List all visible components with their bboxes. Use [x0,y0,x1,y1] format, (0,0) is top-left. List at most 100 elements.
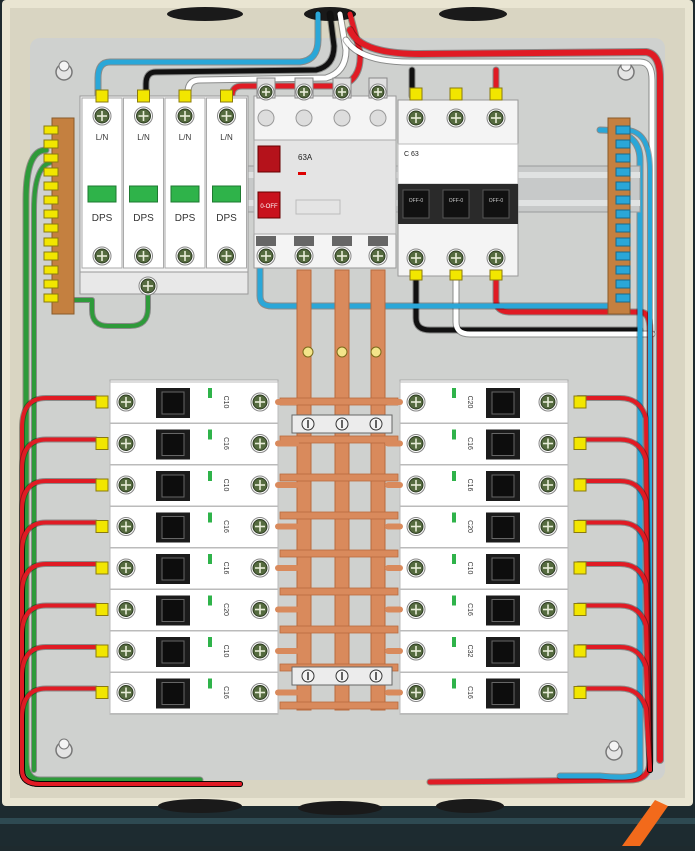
main-breaker-bottom-screw-icon[interactable] [406,248,426,268]
main-switch-top-screw-icon[interactable] [295,83,313,101]
spd-bottom-screw-icon[interactable] [134,246,153,266]
main-breaker-top-screw-icon[interactable] [486,108,506,128]
breaker-load-screw-icon[interactable] [406,558,426,578]
branch-breaker[interactable]: C32 [399,630,587,673]
branch-breaker[interactable]: C20 [399,506,587,548]
spd-top-screw-icon[interactable] [175,106,195,126]
branch-breaker[interactable]: C10 [95,464,279,507]
breaker-line-screw-icon[interactable] [538,683,558,702]
breaker-toggle[interactable] [491,640,515,664]
breaker-trip-indicator [208,554,212,564]
spd-bottom-screw-icon[interactable] [217,246,236,266]
spd-bottom-screw-icon[interactable] [92,246,112,266]
main-switch-bottom-screw-icon[interactable] [256,246,276,266]
branch-breaker[interactable]: C10 [95,381,279,424]
breaker-line-screw-icon[interactable] [116,683,136,702]
spd-top-screw-icon[interactable] [92,106,112,126]
breaker-line-screw-icon[interactable] [116,475,136,495]
spd-top-screw-icon[interactable] [217,106,236,126]
breaker-load-screw-icon[interactable] [406,683,426,702]
branch-breaker[interactable]: C16 [399,464,587,507]
breaker-load-screw-icon[interactable] [406,434,426,453]
breaker-toggle[interactable] [491,599,515,622]
breaker-line-screw-icon[interactable] [538,641,558,661]
breaker-toggle[interactable] [161,682,185,705]
branch-breaker[interactable]: C20 [95,589,279,631]
breaker-toggle[interactable] [161,433,185,456]
main-breaker-bottom-screw-icon[interactable] [446,248,466,268]
branch-breaker[interactable]: C16 [95,672,279,714]
branch-breaker[interactable]: C10 [399,547,587,590]
main-switch-bottom-screw-icon[interactable] [294,246,314,266]
main-switch-top-screw-icon[interactable] [369,83,387,101]
breaker-load-screw-icon[interactable] [406,641,426,661]
branch-breaker[interactable]: C20 [399,381,587,424]
breaker-load-screw-icon[interactable] [406,517,426,536]
branch-breaker[interactable]: C16 [95,547,279,590]
breaker-line-screw-icon[interactable] [116,600,136,619]
breaker-line-screw-icon[interactable] [116,434,136,453]
breaker-load-screw-icon[interactable] [250,600,270,619]
breaker-toggle[interactable] [491,516,515,539]
breaker-toggle[interactable] [491,682,515,705]
main-breaker-top-screw-icon[interactable] [406,108,426,128]
spd-top-screw-icon[interactable] [134,106,153,126]
breaker-toggle[interactable] [491,391,515,415]
breaker-toggle[interactable] [161,599,185,622]
breaker-line-screw-icon[interactable] [538,434,558,453]
main-switch-top-screw-icon[interactable] [333,83,351,101]
branch-breaker[interactable]: C16 [95,423,279,465]
breaker-toggle[interactable] [491,433,515,456]
breaker-toggle[interactable] [161,640,185,664]
main-breaker-toggle[interactable] [442,189,470,219]
breaker-line-screw-icon[interactable] [116,392,136,412]
breaker-line-screw-icon[interactable] [538,392,558,412]
spd-earth-screw-icon[interactable] [138,276,158,296]
breaker-line-screw-icon[interactable] [538,558,558,578]
branch-breaker[interactable]: C16 [399,589,587,631]
main-breaker-toggle[interactable] [402,189,430,219]
branch-breaker[interactable]: C16 [399,423,587,465]
breaker-toggle[interactable] [491,557,515,581]
breaker-toggle[interactable] [161,557,185,581]
breaker-toggle[interactable] [161,474,185,498]
main-switch-top-screw-icon[interactable] [257,83,275,101]
breaker-toggle[interactable] [161,391,185,415]
main-switch-bottom-screw-icon[interactable] [368,246,388,266]
breaker-toggle[interactable] [491,474,515,498]
breaker-load-screw-icon[interactable] [250,392,270,412]
branch-breaker[interactable]: C16 [95,506,279,548]
breaker-line-screw-icon[interactable] [116,558,136,578]
breaker-load-screw-icon[interactable] [250,683,270,702]
right-circuit-wire [576,645,652,772]
breaker-load-screw-icon[interactable] [250,475,270,495]
main-breaker-bottom-screw-icon[interactable] [486,248,506,268]
spd-bottom-screw-icon[interactable] [175,246,195,266]
breaker-load-screw-icon[interactable] [250,434,270,453]
breaker-load-screw-icon[interactable] [406,600,426,619]
breaker-load-screw-icon[interactable] [250,558,270,578]
breaker-toggle[interactable] [161,516,185,539]
breaker-line-screw-icon[interactable] [538,517,558,536]
busbar-screw-icon [336,346,348,358]
main-switch-bottom-screw-icon[interactable] [332,246,352,266]
breaker-line-screw-icon[interactable] [538,600,558,619]
main-breaker-toggle[interactable] [482,189,510,219]
branch-breaker[interactable]: C10 [95,630,279,673]
breaker-line-screw-icon[interactable] [538,475,558,495]
branch-breaker[interactable]: C16 [399,672,587,714]
breaker-load-screw-icon[interactable] [406,392,426,412]
main-switch-toggle[interactable] [257,191,281,219]
breaker-load-screw-icon[interactable] [250,517,270,536]
breaker-line-screw-icon[interactable] [116,517,136,536]
breaker-load-screw-icon[interactable] [406,475,426,495]
breaker-line-screw-icon[interactable] [116,641,136,661]
breaker-load-screw-icon[interactable] [250,641,270,661]
main-breaker-top-screw-icon[interactable] [446,108,466,128]
